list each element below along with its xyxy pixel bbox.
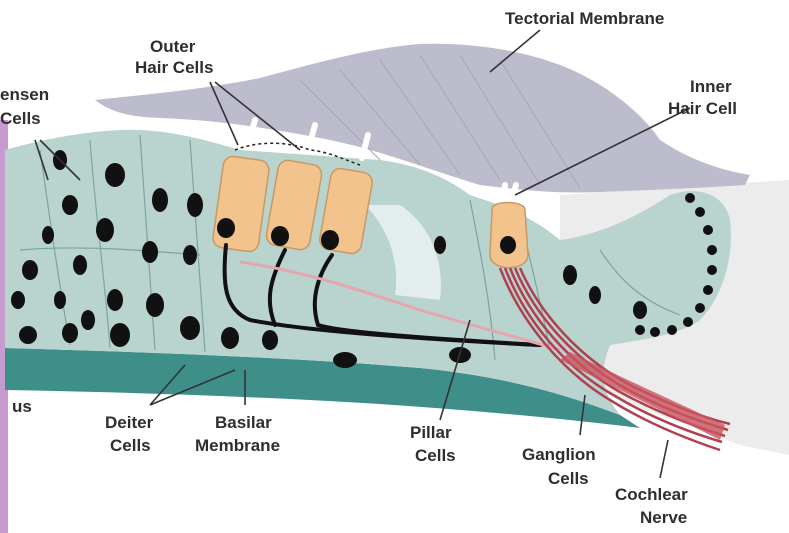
label-cochlear-nerve-line2: Nerve [640,508,687,527]
label-deiter-cells-line2: Cells [110,436,151,455]
label-tectorial-membrane: Tectorial Membrane [505,9,664,28]
label-deiter-cells-line1: Deiter [105,413,154,432]
outer-hair-cells [212,155,374,255]
label-inner-hair-cell-line1: Inner [690,77,732,96]
label-pillar-cells-line1: Pillar [410,423,452,442]
label-basilar-membrane-line1: Basilar [215,413,272,432]
label-inner-hair-cell-line2: Hair Cell [668,99,737,118]
label-ganglion-cells-line1: Ganglion [522,445,596,464]
label-hensen-cells-line1: ensen [0,85,49,104]
label-cochlear-nerve-line1: Cochlear [615,485,688,504]
inner-hair-cell [490,203,528,268]
label-pillar-cells-line2: Cells [415,446,456,465]
label-ganglion-cells-line2: Cells [548,469,589,488]
label-left-edge: us [12,397,32,416]
label-basilar-membrane-line2: Membrane [195,436,280,455]
label-outer-hair-cells-line2: Hair Cells [135,58,213,77]
label-hensen-cells-line2: Cells [0,109,41,128]
label-outer-hair-cells-line1: Outer [150,37,196,56]
